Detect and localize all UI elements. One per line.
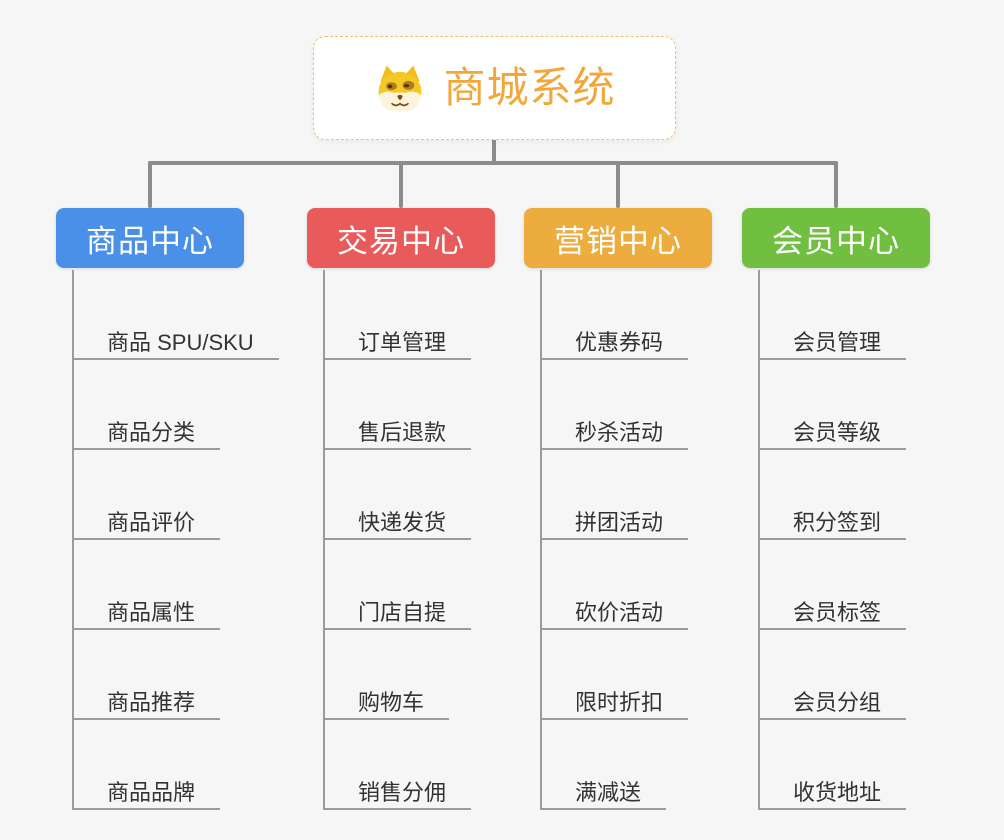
child-node[interactable]: 购物车 bbox=[325, 630, 450, 720]
connector-root-stem bbox=[492, 140, 496, 164]
child-node[interactable]: 砍价活动 bbox=[542, 540, 689, 630]
child-node[interactable]: 商品 SPU/SKU bbox=[74, 270, 279, 360]
root-title: 商城系统 bbox=[443, 64, 616, 111]
child-node[interactable]: 销售分佣 bbox=[325, 720, 472, 810]
branch-header-trade[interactable]: 交易中心 bbox=[307, 208, 495, 268]
child-node[interactable]: 秒杀活动 bbox=[542, 360, 689, 450]
connector-branch-marketing bbox=[616, 161, 620, 208]
branch-marketing-center: 营销中心 优惠券码 秒杀活动 拼团活动 砍价活动 限时折扣 满减送 bbox=[524, 208, 712, 810]
child-node[interactable]: 积分签到 bbox=[760, 450, 907, 540]
connector-horizontal-bar bbox=[148, 161, 838, 165]
child-node[interactable]: 满减送 bbox=[542, 720, 667, 810]
child-node[interactable]: 会员分组 bbox=[760, 630, 907, 720]
child-node[interactable]: 商品推荐 bbox=[74, 630, 221, 720]
child-node[interactable]: 收货地址 bbox=[760, 720, 907, 810]
branch-children-product: 商品 SPU/SKU 商品分类 商品评价 商品属性 商品推荐 商品品牌 bbox=[72, 270, 279, 810]
branch-children-member: 会员管理 会员等级 积分签到 会员标签 会员分组 收货地址 bbox=[758, 270, 907, 810]
child-node[interactable]: 门店自提 bbox=[325, 540, 472, 630]
child-node[interactable]: 优惠券码 bbox=[542, 270, 689, 360]
doge-icon bbox=[373, 63, 427, 113]
child-node[interactable]: 会员标签 bbox=[760, 540, 907, 630]
branch-trade-center: 交易中心 订单管理 售后退款 快递发货 门店自提 购物车 销售分佣 bbox=[307, 208, 495, 810]
child-node[interactable]: 订单管理 bbox=[325, 270, 472, 360]
connector-branch-trade bbox=[399, 161, 403, 208]
branch-header-marketing[interactable]: 营销中心 bbox=[524, 208, 712, 268]
child-node[interactable]: 拼团活动 bbox=[542, 450, 689, 540]
child-node[interactable]: 会员等级 bbox=[760, 360, 907, 450]
connector-branch-product bbox=[148, 161, 152, 208]
branch-member-center: 会员中心 会员管理 会员等级 积分签到 会员标签 会员分组 收货地址 bbox=[742, 208, 930, 810]
child-node[interactable]: 限时折扣 bbox=[542, 630, 689, 720]
child-node[interactable]: 商品评价 bbox=[74, 450, 221, 540]
connector-branch-member bbox=[834, 161, 838, 208]
child-node[interactable]: 快递发货 bbox=[325, 450, 472, 540]
branch-product-center: 商品中心 商品 SPU/SKU 商品分类 商品评价 商品属性 商品推荐 商品品牌 bbox=[56, 208, 279, 810]
branch-children-marketing: 优惠券码 秒杀活动 拼团活动 砍价活动 限时折扣 满减送 bbox=[540, 270, 689, 810]
branch-header-member[interactable]: 会员中心 bbox=[742, 208, 930, 268]
root-node[interactable]: 商城系统 bbox=[313, 36, 676, 140]
child-node[interactable]: 会员管理 bbox=[760, 270, 907, 360]
child-node[interactable]: 商品分类 bbox=[74, 360, 221, 450]
branch-header-product[interactable]: 商品中心 bbox=[56, 208, 244, 268]
child-node[interactable]: 商品品牌 bbox=[74, 720, 221, 810]
child-node[interactable]: 商品属性 bbox=[74, 540, 221, 630]
branch-children-trade: 订单管理 售后退款 快递发货 门店自提 购物车 销售分佣 bbox=[323, 270, 472, 810]
child-node[interactable]: 售后退款 bbox=[325, 360, 472, 450]
